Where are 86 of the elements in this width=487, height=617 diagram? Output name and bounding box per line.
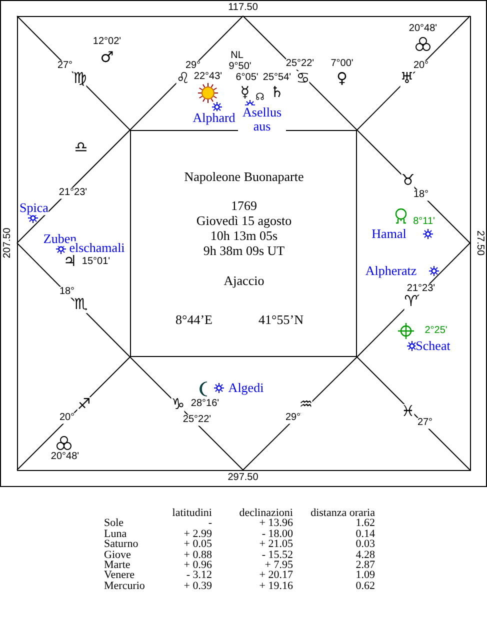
birth-data-text: Giovedì 15 agosto: [196, 213, 292, 229]
degree-label: 20°: [59, 412, 75, 424]
degree-label: 20°: [413, 60, 429, 72]
star-name: Algedi: [228, 381, 264, 395]
astro-symbol: ♈: [404, 294, 418, 310]
table-cell-text: + 19.16: [258, 580, 293, 592]
table-cell-text: + 0.96: [182, 560, 212, 570]
birth-data-text: 1769: [231, 198, 257, 214]
table-cell-text: - 15.52: [260, 550, 293, 560]
star-name: elschamali: [69, 241, 125, 255]
table-cell-text: 0.03: [354, 539, 375, 550]
star-name: Hamal: [372, 227, 406, 241]
row-header: Saturno: [104, 539, 140, 550]
astro-symbol: ☿: [240, 85, 250, 101]
degree-label: 15°01': [82, 256, 110, 268]
degree-label: 25°22': [286, 58, 314, 70]
degree-label: 6°05': [236, 72, 258, 84]
table-cell-text: 1.62: [354, 518, 375, 529]
table-cell-text: + 21.05: [258, 539, 293, 550]
row-header: Luna: [104, 528, 127, 540]
table-cell-text: 0.14: [354, 528, 375, 540]
degree-label: 25°54': [262, 72, 292, 84]
person-name: Napoleone Buonaparte: [184, 169, 304, 185]
table-cell-text: - 18.00: [260, 528, 293, 540]
degree-label: 2°25': [424, 326, 448, 336]
row-header: Marte: [104, 560, 130, 570]
degree-label: 29°: [185, 60, 201, 72]
table-cell-text: 1.09: [354, 570, 375, 581]
degree-label: 29°: [285, 412, 301, 424]
column-header: distanza oraria: [310, 508, 375, 518]
row-header: Mercurio: [104, 580, 146, 592]
row-header: Giove: [104, 550, 132, 560]
table-cell-text: + 20.17: [258, 570, 293, 581]
degree-label: 20°48': [50, 452, 80, 462]
degree-label: 28°16': [190, 398, 220, 410]
astro-symbol: ♏: [74, 297, 88, 313]
degree-label: 20°48': [408, 24, 438, 34]
degree-label: 18°: [413, 190, 429, 200]
star-name: Spica: [20, 201, 48, 215]
birth-data-text: 10h 13m 05s: [210, 228, 278, 244]
degree-label: 18°: [59, 286, 75, 298]
row-header: Venere: [104, 570, 136, 581]
table-cell-text: + 0.05: [182, 539, 212, 550]
column-header: latitudini: [171, 508, 212, 518]
column-header: declinazioni: [238, 508, 293, 518]
row-header: Sole: [104, 518, 125, 529]
degree-label: 7°00': [330, 58, 354, 70]
degree-label: 21°23': [58, 188, 88, 198]
table-cell-text: + 13.96: [258, 518, 293, 529]
degree-label: 9°50': [228, 62, 252, 72]
star-name: Alphard: [192, 111, 236, 125]
table-cell-text: 0.62: [354, 580, 375, 592]
table-cell-text: + 0.88: [182, 550, 212, 560]
birth-data-text: Ajaccio: [224, 273, 264, 289]
chart-center-box: [130, 130, 357, 357]
table-cell-text: 4.28: [354, 550, 375, 560]
table-cell-text: + 0.39: [182, 580, 212, 592]
house-cusp-label: 297.50: [228, 472, 258, 484]
astro-symbol: ♒: [299, 397, 313, 413]
degree-label: 27°: [57, 60, 73, 72]
star-name: Asellus aus: [238, 105, 286, 133]
astro-symbol: ♅: [400, 71, 414, 87]
birth-data-text: 9h 38m 09s UT: [203, 243, 285, 259]
degree-label: 8°11': [413, 216, 435, 228]
degree-label: 12°02': [92, 36, 122, 48]
astro-symbol: ♉: [401, 173, 415, 189]
star-name: Scheat: [416, 339, 450, 353]
astro-symbol: ♍: [73, 71, 87, 87]
table-cell-text: + 7.95: [264, 560, 293, 570]
house-cusp-label: 207.50: [2, 228, 14, 258]
astro-symbol: ♑: [171, 397, 185, 413]
degree-label: 21°23': [406, 284, 436, 294]
degree-label: 27°: [417, 418, 433, 428]
birth-data-text: 8°44’E: [176, 312, 212, 328]
table-cell-text: + 2.99: [182, 528, 212, 540]
astro-symbol: ♌: [176, 71, 190, 87]
degree-label: 22°43': [194, 72, 222, 82]
table-cell-text: - 3.12: [185, 570, 212, 581]
house-cusp-label: 117.50: [228, 2, 258, 14]
table-cell-text: 2.87: [354, 560, 375, 570]
table-cell-text: -: [207, 518, 212, 529]
degree-label: 25°22': [182, 414, 212, 426]
astro-symbol: ♐: [77, 397, 91, 413]
astro-symbol: ♀: [336, 71, 348, 87]
star-name: Alpheratz: [365, 264, 417, 278]
birth-data-text: 41°55’N: [258, 312, 304, 328]
